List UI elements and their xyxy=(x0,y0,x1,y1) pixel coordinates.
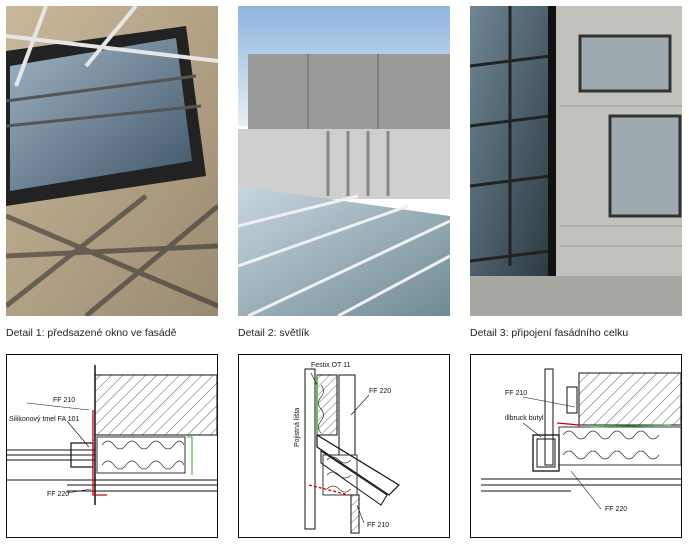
label-ff210: FF 210 xyxy=(505,390,527,397)
drawing-detail-3: FF 210 illbruck butyl FF 220 xyxy=(470,354,682,538)
drawing-detail-1: FF 210 Silikonový tmel FA 101 FF 220 xyxy=(6,354,218,538)
photo-window-facade xyxy=(6,6,218,316)
caption-detail-2: Detail 2: světlík xyxy=(238,327,310,339)
label-ff220: FF 220 xyxy=(47,491,69,498)
photo-facade-connection xyxy=(470,6,682,316)
caption-detail-1: Detail 1: předsazené okno ve fasádě xyxy=(6,327,177,339)
caption-detail-3: Detail 3: připojení fasádního celku xyxy=(470,327,629,339)
photo-skylight xyxy=(238,6,450,316)
label-ff220: FF 220 xyxy=(605,506,627,513)
label-illbruck: illbruck butyl xyxy=(505,415,544,422)
label-silikon: Silikonový tmel FA 101 xyxy=(9,416,80,423)
label-festix: Festix OT 11 xyxy=(311,362,351,369)
label-ff220: FF 220 xyxy=(369,388,391,395)
drawing-detail-2: Festix OT 11 FF 220 Pojistná lišta FF 21… xyxy=(238,354,450,538)
label-ff210: FF 210 xyxy=(367,522,389,529)
label-ff210: FF 210 xyxy=(53,397,75,404)
label-pojistna: Pojistná lišta xyxy=(294,408,301,447)
